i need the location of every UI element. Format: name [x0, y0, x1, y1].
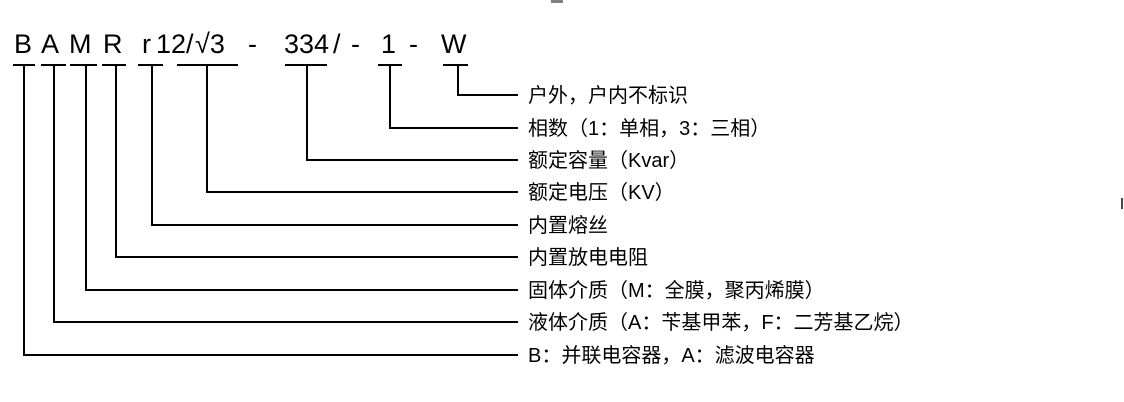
label-outdoor: 户外，户内不标识	[528, 85, 688, 107]
code-segment-slash: /	[333, 29, 341, 59]
code-segment-voltage-num: 12/	[156, 29, 194, 59]
connector-liquid-dielectric	[53, 65, 518, 323]
code-segment-dash-2: -	[351, 29, 360, 59]
code-segment-dash-3: -	[409, 29, 418, 59]
connector-rated-voltage	[206, 65, 518, 193]
code-segment-phase-1: 1	[381, 29, 397, 59]
code-segment-outdoor-w: W	[441, 29, 467, 59]
code-segment-fuse-r: r	[142, 29, 151, 59]
top-edge-artifact	[551, 0, 563, 3]
connector-capacitor-type	[23, 65, 518, 356]
label-discharge-resistor: 内置放电电阻	[528, 247, 648, 269]
connector-internal-fuse	[151, 65, 518, 226]
connector-rated-capacity	[306, 65, 518, 161]
connector-discharge-resistor	[115, 65, 518, 258]
label-rated-voltage: 额定电压（KV）	[528, 182, 675, 204]
connector-outdoor	[457, 65, 518, 96]
code-segment-voltage-sqrt3: √3	[195, 29, 225, 59]
label-rated-capacity: 额定容量（Kvar）	[528, 150, 690, 172]
connector-solid-dielectric	[85, 65, 518, 291]
code-segment-type-b: B	[14, 29, 33, 59]
code-segment-liquid-a: A	[41, 29, 60, 59]
label-capacitor-type: B：并联电容器，A：滤波电容器	[528, 345, 815, 367]
code-segment-solid-m: M	[69, 29, 92, 59]
code-segment-capacity-334: 334	[284, 29, 330, 59]
connector-phase	[389, 65, 518, 129]
code-segment-dash-1: -	[248, 29, 257, 59]
label-solid-dielectric: 固体介质（M：全膜，聚丙烯膜）	[528, 280, 825, 302]
label-phase-count: 相数（1：单相，3：三相）	[528, 118, 771, 140]
label-liquid-dielectric: 液体介质（A：苄基甲苯，F：二芳基乙烷）	[528, 312, 914, 334]
right-edge-artifact	[1121, 198, 1123, 209]
label-internal-fuse: 内置熔丝	[528, 215, 608, 237]
code-segment-resistor-r: R	[103, 29, 123, 59]
